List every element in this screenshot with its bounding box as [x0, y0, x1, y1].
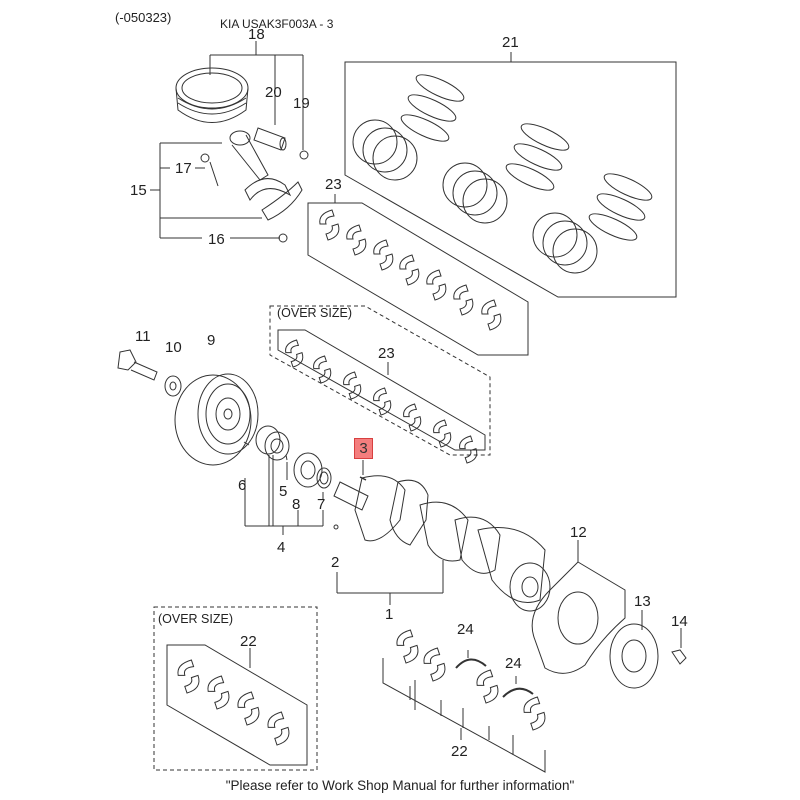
piston-pin-drawing — [253, 127, 287, 151]
catalog-code: (-050323) — [115, 10, 172, 25]
callout-9[interactable]: 9 — [207, 332, 216, 349]
oversize-label-upper: (OVER SIZE) — [277, 306, 353, 320]
bearing-shell — [346, 224, 367, 256]
callout-23-oversize[interactable]: 23 — [378, 345, 395, 362]
callout-tree-1 — [336, 560, 444, 605]
piston-ring-set-box — [344, 52, 677, 298]
bearing-shell — [373, 239, 394, 271]
bearing-shell — [313, 355, 332, 384]
oil-seal-drawing — [316, 467, 332, 489]
piston-drawing — [175, 67, 249, 123]
bearing-shell — [399, 254, 420, 286]
flywheel-bolt-drawing — [671, 628, 687, 665]
connecting-rod-drawing — [200, 130, 303, 243]
bearing-shell — [433, 419, 452, 448]
callout-5[interactable]: 5 — [279, 483, 288, 500]
bearing-shell — [373, 387, 392, 416]
bearing-shell — [476, 669, 499, 704]
callout-11[interactable]: 11 — [135, 328, 151, 345]
bearing-shell — [426, 269, 447, 301]
sprocket-drawing — [255, 425, 290, 461]
bearing-shell — [207, 675, 230, 710]
callout-22-standard[interactable]: 22 — [451, 743, 468, 760]
callout-20[interactable]: 20 — [265, 84, 282, 101]
ring-group-3 — [532, 173, 653, 274]
conrod-bearing-set-standard — [307, 194, 529, 356]
ring-group-1 — [352, 74, 465, 181]
oil-pump-plate-drawing — [293, 452, 323, 488]
callout-19[interactable]: 19 — [293, 95, 310, 112]
adapter-plate-drawing — [609, 610, 659, 689]
callout-23-standard[interactable]: 23 — [325, 176, 342, 193]
oversize-label-lower: (OVER SIZE) — [158, 612, 234, 626]
callout-22-oversize[interactable]: 22 — [240, 633, 257, 650]
drive-plate-drawing — [531, 540, 626, 674]
callout-10[interactable]: 10 — [165, 339, 182, 356]
main-bearing-set-oversize — [153, 606, 318, 771]
bearing-shell — [481, 299, 502, 331]
callout-tree-18 — [209, 41, 304, 150]
bearing-shell — [237, 691, 260, 726]
callout-13[interactable]: 13 — [634, 593, 651, 610]
callout-6[interactable]: 6 — [238, 477, 247, 494]
bearing-shell — [343, 371, 362, 400]
callout-15[interactable]: 15 — [130, 182, 147, 199]
damper-pulley-drawing — [174, 373, 259, 466]
main-bearing-set-standard — [382, 629, 546, 773]
bearing-shell — [403, 403, 422, 432]
callout-1[interactable]: 1 — [385, 606, 394, 623]
callout-21[interactable]: 21 — [502, 34, 519, 51]
callout-tree-4 — [244, 455, 324, 535]
bearing-shell — [396, 629, 419, 664]
callout-24-first[interactable]: 24 — [457, 621, 474, 638]
bearing-shell — [319, 209, 340, 241]
callout-4[interactable]: 4 — [277, 539, 286, 556]
snap-ring-drawing — [299, 150, 309, 160]
callout-14[interactable]: 14 — [671, 613, 688, 630]
bearing-shell — [285, 339, 304, 368]
bearing-shell — [523, 696, 546, 731]
pulley-bolt-drawing — [117, 349, 158, 381]
bearing-shell — [267, 711, 290, 746]
callout-tree-15 — [150, 142, 280, 239]
callout-8[interactable]: 8 — [292, 496, 301, 513]
callout-3-highlighted[interactable]: 3 — [354, 438, 373, 459]
callout-7[interactable]: 7 — [317, 496, 326, 513]
washer-drawing — [164, 375, 182, 397]
conrod-bearing-set-oversize — [269, 305, 491, 464]
model-reference: KIA USAK3F003A - 3 — [220, 17, 334, 31]
callout-16[interactable]: 16 — [208, 231, 225, 248]
bearing-shell — [459, 435, 478, 464]
bearing-shell — [423, 647, 446, 682]
callout-12[interactable]: 12 — [570, 524, 587, 541]
crankshaft-drawing — [333, 475, 551, 612]
ring-group-2 — [442, 123, 570, 224]
footer-note: "Please refer to Work Shop Manual for fu… — [225, 778, 575, 793]
callout-24-second[interactable]: 24 — [505, 655, 522, 672]
callout-17[interactable]: 17 — [175, 160, 192, 177]
bearing-shell — [177, 659, 200, 694]
bearing-shell — [453, 284, 474, 316]
callout-18[interactable]: 18 — [248, 26, 265, 43]
callout-2[interactable]: 2 — [331, 554, 340, 571]
